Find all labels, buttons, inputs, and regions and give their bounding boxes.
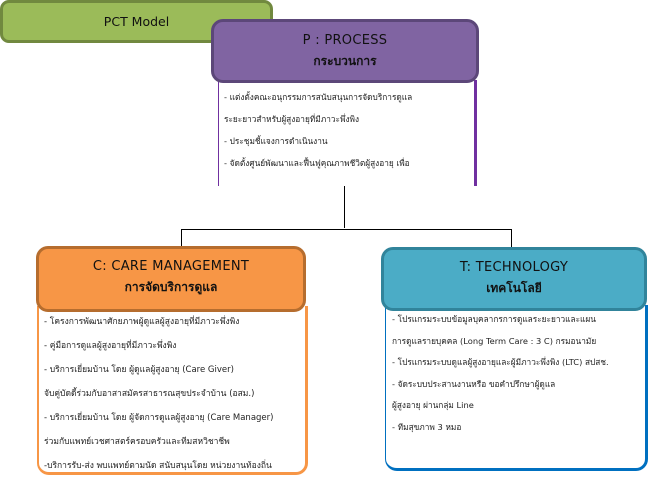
care-item: - บริการเยี่ยมบ้าน โดย ผู้ดูแลผู้สูงอายุ…: [44, 364, 234, 375]
care-title: C: CARE MANAGEMENT: [92, 259, 250, 274]
technology-item: ผู้สูงอายุ ผ่านกลุ่ม Line: [392, 400, 474, 411]
care-item: ร่วมกับแพทย์เวชศาสตร์ครอบครัวและทีมสหวิช…: [44, 436, 230, 447]
technology-title: T: TECHNOLOGY: [459, 260, 569, 275]
technology-item: - จัดระบบประสานงานหรือ ขอคำปรึกษาผู้ดูแล: [392, 378, 556, 389]
process-subtitle: กระบวนการ: [313, 54, 377, 68]
connector-horizontal: [181, 229, 512, 230]
technology-item: - โปรแกรมระบบข้อมูลบุคลากรการดูแลระยะยาว…: [392, 314, 596, 325]
care-item: - บริการเยี่ยมบ้าน โดย ผู้จัดการดูแลผู้ส…: [44, 412, 274, 423]
care-item: -บริการรับ-ส่ง พบแพทย์ตามนัด สนับสนุนโดย…: [44, 460, 272, 471]
connector-left-drop: [181, 229, 182, 246]
technology-header: T: TECHNOLOGY เทคโนโลยี: [381, 247, 647, 311]
care-item: - โครงการพัฒนาศักยภาพผู้ดูแลผู้สูงอายุที…: [44, 316, 240, 327]
process-item: - จัดตั้งศูนย์พัฒนาและฟื้นฟูคุณภาพชีวิตผ…: [224, 157, 410, 168]
technology-item: - โปรแกรมระบบดูแลผู้สูงอายุและผู้มีภาวะพ…: [392, 357, 609, 368]
process-header: P : PROCESS กระบวนการ: [211, 19, 479, 83]
technology-item: - ทีมสุขภาพ 3 หมอ: [392, 421, 462, 432]
process-item: - ประชุมชี้แจงการดำเนินงาน: [224, 135, 328, 146]
care-header: C: CARE MANAGEMENT การจัดบริการดูแล: [36, 246, 306, 312]
connector-right-drop: [511, 229, 512, 247]
process-item: - แต่งตั้งคณะอนุกรรมการสนับสนุนการจัดบริ…: [224, 91, 413, 102]
technology-subtitle: เทคโนโลยี: [486, 281, 542, 295]
care-subtitle: การจัดบริการดูแล: [124, 280, 218, 294]
technology-item: การดูแลรายบุคคล (Long Term Care : 3 C) ก…: [392, 335, 597, 346]
care-content: - โครงการพัฒนาศักยภาพผู้ดูแลผู้สูงอายุที…: [37, 306, 308, 475]
process-title: P : PROCESS: [302, 33, 388, 48]
care-item: - คู่มือการดูแลผู้สูงอายุที่มีภาวะพึ่งพิ…: [44, 340, 177, 351]
care-item: จับคู่บัดดี้ร่วมกับอาสาสมัครสาธารณสุขประ…: [44, 388, 255, 399]
pct-model-label: PCT Model: [103, 14, 170, 29]
process-item: ระยะยาวสำหรับผู้สูงอายุที่มีภาวะพึ่งพิง: [224, 113, 360, 124]
process-content: - แต่งตั้งคณะอนุกรรมการสนับสนุนการจัดบริ…: [218, 80, 477, 186]
technology-content: - โปรแกรมระบบข้อมูลบุคลากรการดูแลระยะยาว…: [385, 305, 648, 471]
